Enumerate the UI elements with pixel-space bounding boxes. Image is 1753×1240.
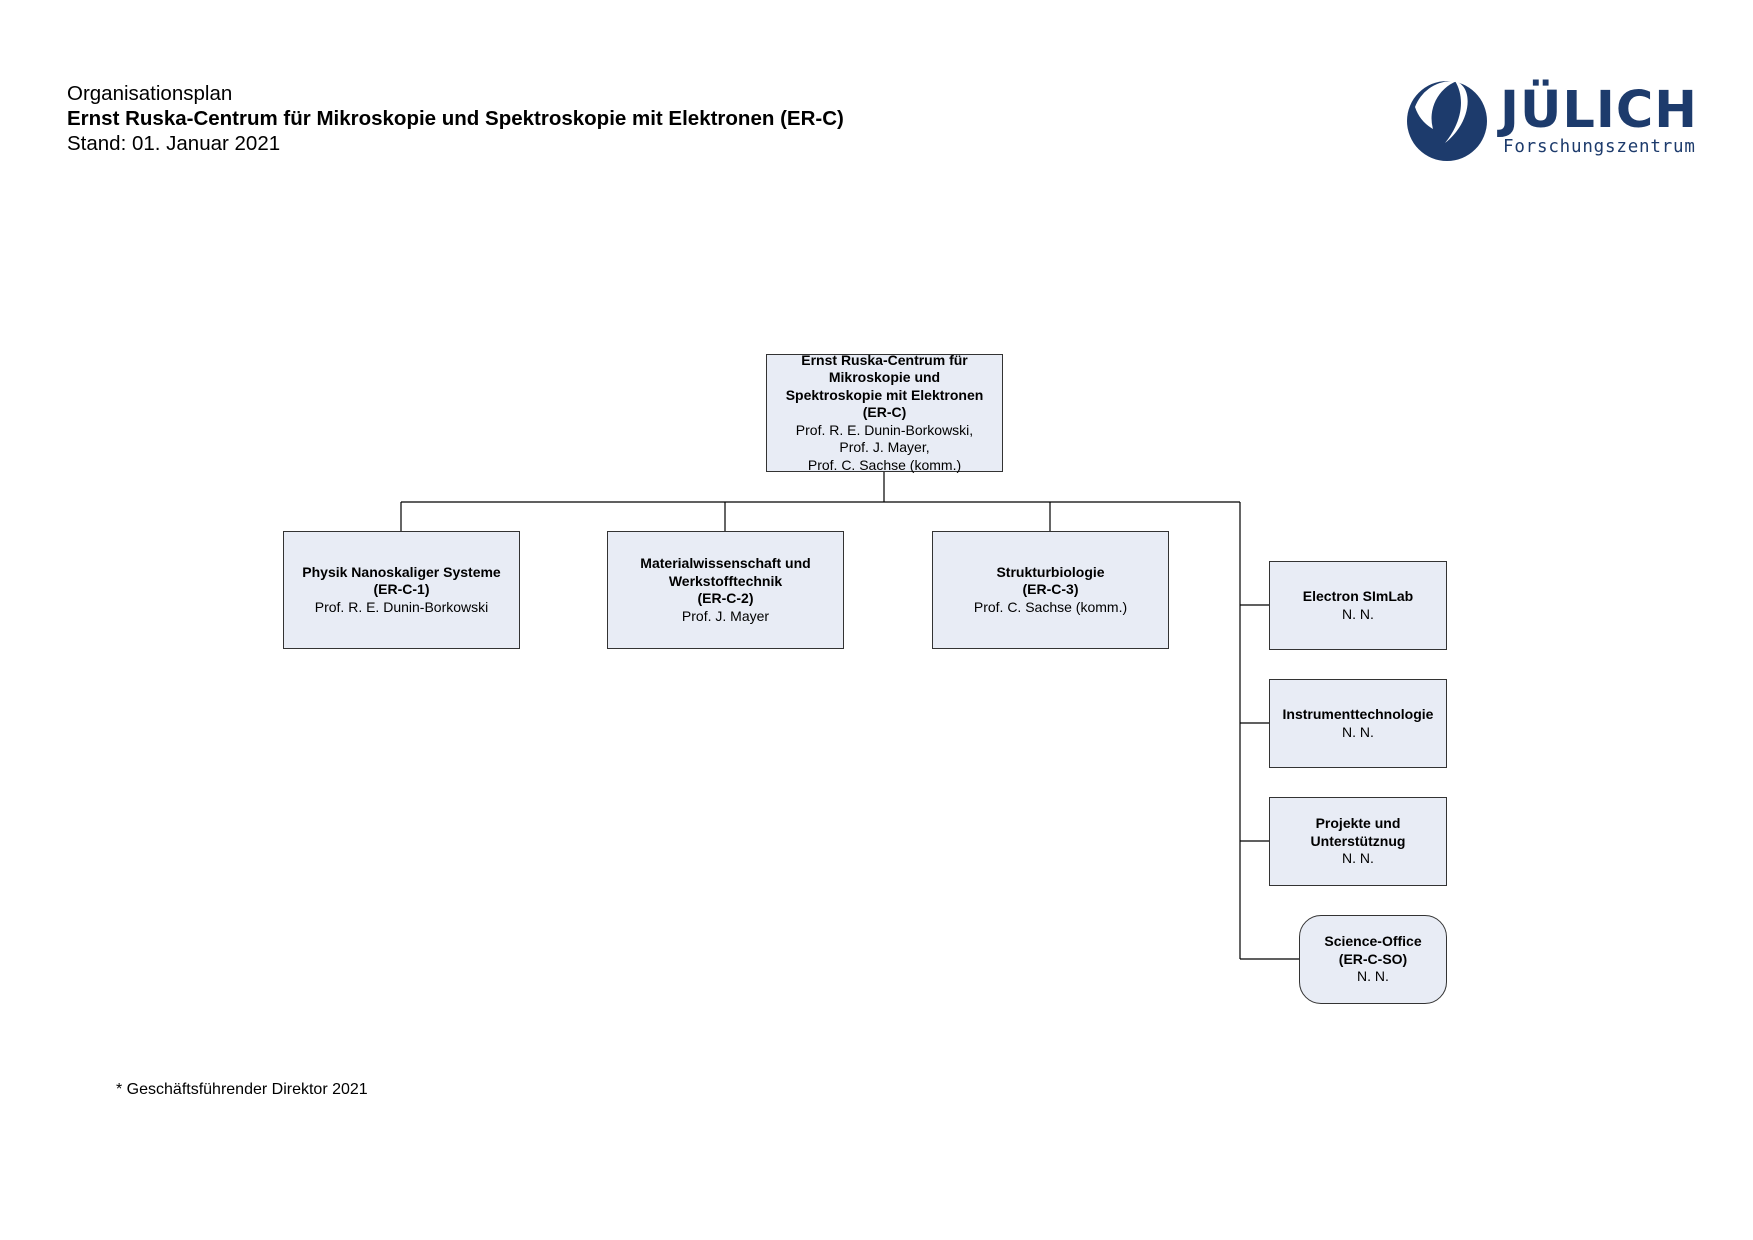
unit-leader: N. N. xyxy=(1342,723,1374,740)
root-title-line: Ernst Ruska-Centrum für xyxy=(801,351,968,368)
dept-title-line: Werkstofftechnik xyxy=(668,572,783,589)
unit-leader: N. N. xyxy=(1357,968,1389,985)
logo-subtitle: Forschungszentrum xyxy=(1503,137,1696,157)
header-title: Organisationsplan xyxy=(67,82,233,105)
dept-title-line: Materialwissenschaft und xyxy=(640,555,811,571)
org-box-electron-simlab: Electron SImLab N. N. xyxy=(1269,561,1447,650)
root-leader-line: Prof. R. E. Dunin-Borkowski, xyxy=(795,421,974,438)
dept-leader: Prof. R. E. Dunin-Borkowski xyxy=(314,598,489,615)
juelich-logo: JÜLICH Forschungszentrum xyxy=(1405,77,1697,163)
org-box-science-office: Science-Office (ER-C-SO) N. N. xyxy=(1299,915,1447,1004)
unit-leader: N. N. xyxy=(1342,605,1374,622)
org-box-er-c-3: Strukturbiologie (ER-C-3) Prof. C. Sachs… xyxy=(932,531,1169,649)
header-subtitle: Ernst Ruska-Centrum für Mikroskopie und … xyxy=(67,107,844,130)
page-header: Organisationsplan Ernst Ruska-Centrum fü… xyxy=(67,81,844,156)
root-title-line: Spektroskopie mit Elektronen xyxy=(785,386,984,403)
root-title-line: (ER-C) xyxy=(862,404,907,421)
dept-title-line: Physik Nanoskaliger Systeme xyxy=(302,563,501,580)
root-title-line: Mikroskopie und xyxy=(828,369,941,386)
dept-title-line: (ER-C-1) xyxy=(373,581,430,598)
unit-title-line: Electron SImLab xyxy=(1302,588,1414,604)
unit-title-line: Science-Office xyxy=(1324,933,1422,950)
dept-title-line: Strukturbiologie xyxy=(996,563,1105,580)
header-date: Stand: 01. Januar 2021 xyxy=(67,132,281,155)
root-leader-line: Prof. J. Mayer, xyxy=(839,439,930,456)
unit-title-line: Projekte und xyxy=(1315,815,1401,832)
dept-title-line: (ER-C-3) xyxy=(1022,581,1079,598)
unit-leader: N. N. xyxy=(1342,850,1374,867)
dept-title-line: (ER-C-2) xyxy=(697,590,754,606)
org-box-er-c-1: Physik Nanoskaliger Systeme (ER-C-1) Pro… xyxy=(283,531,520,649)
unit-title-line: (ER-C-SO) xyxy=(1338,950,1408,967)
dept-leader: Prof. C. Sachse (komm.) xyxy=(973,598,1128,615)
org-box-root: Ernst Ruska-Centrum für Mikroskopie und … xyxy=(766,351,1003,473)
unit-title-line: Unterstütznug xyxy=(1310,832,1406,849)
unit-title-line: Instrumenttechnologie xyxy=(1282,706,1434,722)
org-box-er-c-2: Materialwissenschaft und Werkstofftechni… xyxy=(607,531,844,649)
root-leader-line: Prof. C. Sachse (komm.) xyxy=(807,456,962,473)
juelich-logo-icon xyxy=(1407,81,1487,161)
org-box-instrumenttechnologie: Instrumenttechnologie N. N. xyxy=(1269,679,1447,768)
org-box-projekte: Projekte und Unterstütznug N. N. xyxy=(1269,797,1447,886)
footnote: * Geschäftsführender Direktor 2021 xyxy=(116,1081,368,1098)
logo-wordmark: JÜLICH xyxy=(1500,81,1698,140)
dept-leader: Prof. J. Mayer xyxy=(681,607,770,624)
